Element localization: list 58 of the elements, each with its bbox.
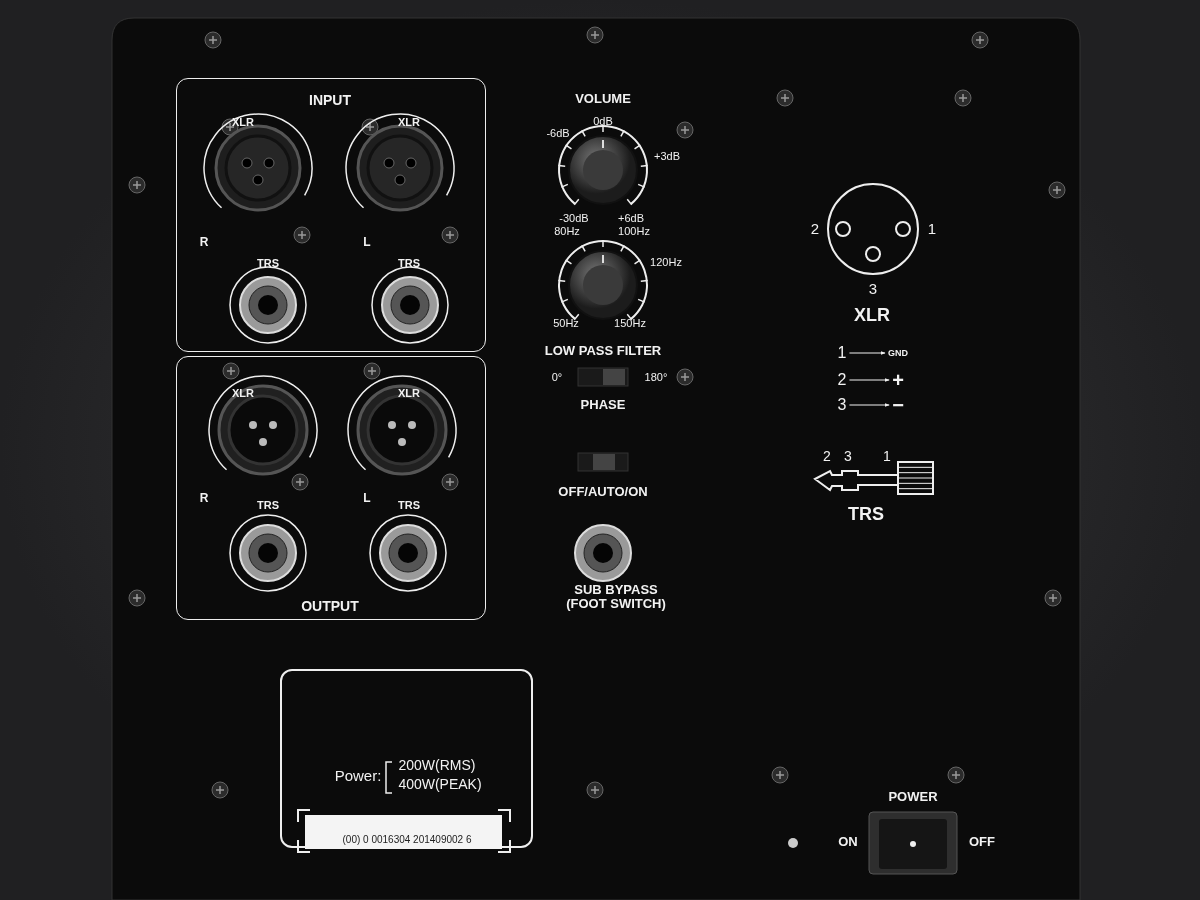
scale-label: -30dB xyxy=(559,211,589,225)
scale-label: 120Hz xyxy=(650,255,682,269)
section-heading: INPUT xyxy=(309,93,351,109)
pin-number: 2 xyxy=(810,220,820,238)
spec-text: Power: xyxy=(334,767,382,785)
scale-label: 180° xyxy=(644,370,668,384)
scale-label: -6dB xyxy=(546,126,570,140)
scale-label: +3dB xyxy=(654,149,680,163)
switch-label: OFF xyxy=(969,834,995,850)
scale-label: 0dB xyxy=(593,114,613,128)
scale-label: 0° xyxy=(551,370,563,384)
pin-number: 3 xyxy=(844,449,852,465)
pin-number: 2 xyxy=(823,449,831,465)
channel-label: R xyxy=(199,236,209,250)
pin-number: 3 xyxy=(868,280,878,298)
pin-number: 3 xyxy=(836,396,848,414)
signal-label: GND xyxy=(887,349,909,359)
pin-number: 2 xyxy=(836,371,848,389)
switch-label: ON xyxy=(838,834,858,850)
connector-label: TRS xyxy=(257,256,279,270)
control-heading: LOW PASS FILTER xyxy=(544,343,662,359)
connector-panel xyxy=(176,78,486,352)
scale-label: 80Hz xyxy=(554,224,580,238)
pin-number: 1 xyxy=(927,220,937,238)
connector-label: XLR xyxy=(398,115,420,129)
scale-label: 150Hz xyxy=(614,316,646,330)
connector-label: XLR xyxy=(232,386,254,400)
scale-label: 50Hz xyxy=(553,316,579,330)
spec-plate xyxy=(280,669,533,848)
scale-label: 100Hz xyxy=(618,224,650,238)
arrow xyxy=(848,403,890,407)
control-heading: PHASE xyxy=(580,397,626,413)
signal-label: + xyxy=(891,369,905,391)
pin-number: 1 xyxy=(883,449,891,465)
control-heading: OFF/AUTO/ON xyxy=(558,484,648,500)
channel-label: R xyxy=(199,492,209,506)
connector-label: TRS xyxy=(398,498,420,512)
channel-label: L xyxy=(363,236,371,250)
diagram-heading: XLR xyxy=(854,306,890,326)
connector-panel xyxy=(176,356,486,620)
spec-text: 200W(RMS) xyxy=(398,758,476,774)
connector-label: TRS xyxy=(257,498,279,512)
section-heading: OUTPUT xyxy=(301,599,359,615)
signal-label: − xyxy=(891,394,905,416)
control-heading: POWER xyxy=(888,789,938,805)
connector-label: TRS xyxy=(398,256,420,270)
control-heading: VOLUME xyxy=(575,91,631,107)
spec-text: 400W(PEAK) xyxy=(398,777,482,793)
serial-number: (00) 0 0016304 201409002 6 xyxy=(342,833,472,845)
pin-number: 1 xyxy=(836,344,848,362)
arrow xyxy=(848,351,886,355)
scale-label: +6dB xyxy=(618,211,644,225)
connector-label: XLR xyxy=(232,115,254,129)
arrow xyxy=(848,378,890,382)
connector-label: XLR xyxy=(398,386,420,400)
diagram-heading: TRS xyxy=(848,505,884,525)
channel-label: L xyxy=(363,492,371,506)
control-heading: SUB BYPASS (FOOT SWITCH) xyxy=(565,582,667,612)
